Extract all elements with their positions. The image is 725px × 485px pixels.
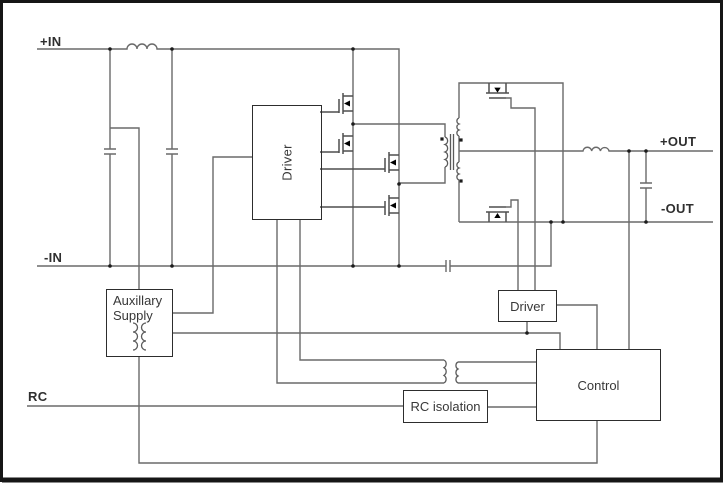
driver-to-gate-transformer-top [299,220,444,361]
input-capacitor-2-symbol [166,49,178,266]
secondary-polarity-dot-top [459,138,463,142]
transformer-core [449,134,455,170]
control-label: Control [577,377,620,393]
mosfet-q3-symbol [320,152,399,173]
pos-out-label: +OUT [660,134,697,149]
rc-isolation-label: RC isolation [410,399,481,414]
rc-isolation-block: RC isolation [403,390,488,423]
mosfet-q4-symbol [320,195,399,216]
secondary-polarity-dot-bottom [459,179,463,183]
primary-polarity-dot [440,137,444,141]
pos-in-rail-with-inductor [37,43,400,266]
sync-mosfet-bottom-symbol [486,199,519,290]
aux-to-driver-wire [173,156,252,314]
control-wires [27,304,598,464]
neg-out-label: -OUT [661,201,694,216]
primary-driver-block: Driver [252,105,322,220]
output-section [458,82,713,349]
rc-label: RC [28,389,48,404]
sync-mosfet-top-symbol [486,83,536,290]
aux-supply-feed-wire [110,127,140,289]
y-capacitor-symbol [445,222,552,272]
input-rails [37,43,446,289]
mosfet-q1-symbol [320,93,353,114]
secondary-driver-label: Driver [510,298,545,314]
control-to-aux-return-wire [138,357,598,464]
pos-in-label: +IN [40,34,62,49]
gate-transformer-symbol [442,359,536,384]
aux-to-control-wire [173,332,561,349]
center-tap-rail-with-output-inductor [459,146,713,152]
aux-supply-label-line2: Supply [113,308,153,323]
aux-supply-block: Auxillary Supply [106,289,173,357]
mosfet-bridge [320,49,446,266]
output-capacitor-symbol [640,151,652,222]
driver2-to-control-wire [557,304,598,349]
secondary-coils [456,117,461,181]
aux-supply-label-line1: Auxillary [113,293,163,308]
primary-driver-wires [173,156,444,384]
secondary-driver-block: Driver [498,290,557,322]
aux-transformer-symbol [132,322,147,351]
primary-coil [443,136,449,168]
main-transformer-symbol [440,117,463,183]
primary-driver-label: Driver [279,144,295,181]
junction-dots [108,47,648,335]
driver-to-gate-transformer-bottom [276,220,444,384]
input-capacitor-1-symbol [104,49,116,266]
control-block: Control [536,349,661,421]
neg-in-label: -IN [44,250,63,265]
secondary-top-lead [458,82,564,222]
primary-winding-links [353,123,446,184]
mosfet-q2-symbol [320,133,353,154]
